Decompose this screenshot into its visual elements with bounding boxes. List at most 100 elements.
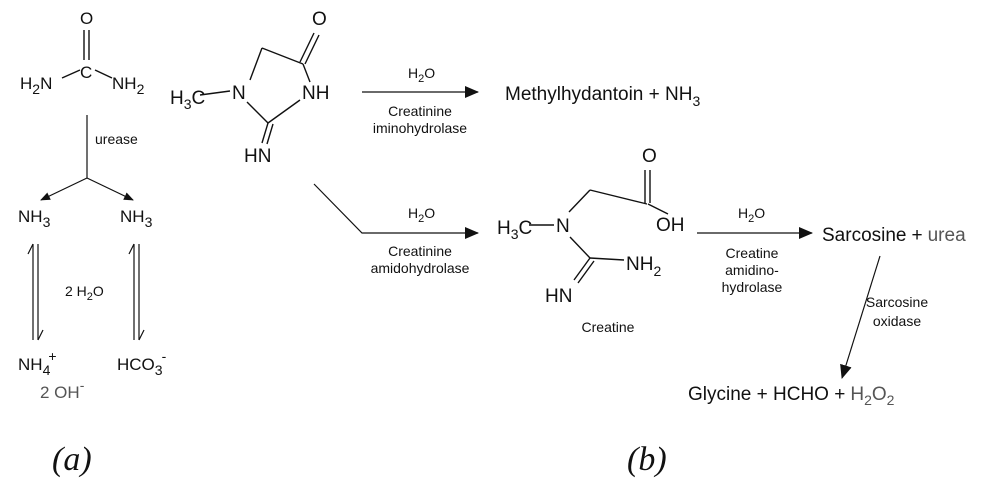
product4: Glycine + HCHO +H2O2	[688, 384, 895, 408]
creatinine-ring-n: N	[232, 83, 246, 104]
reaction2-reagent-o: O	[424, 205, 435, 221]
urea-bond-right	[94, 69, 113, 79]
urea-right-sub: 2	[137, 81, 145, 97]
creatinine-structure: O NH N HN H3C	[170, 9, 329, 167]
product4-h2o2-sub: 2	[864, 392, 872, 408]
urea-left-amine: H2N	[20, 74, 52, 97]
reaction1-reagent: H2O	[408, 65, 435, 85]
reaction2-arrow	[313, 183, 479, 239]
reaction4-enzyme-line1: Sarcosine	[866, 294, 928, 310]
reaction1-reagent-sub: 2	[418, 73, 424, 85]
creatine-methyl-h: H	[497, 218, 511, 239]
urease-arrow-right	[86, 177, 134, 201]
reaction3-enzyme-line3: hydrolase	[722, 279, 783, 295]
reaction1-enzyme-line2: iminohydrolase	[373, 120, 467, 136]
urea-left-n: N	[40, 74, 52, 93]
product4-text: Glycine + HCHO +	[688, 384, 845, 405]
urea-right-amine: NH2	[112, 74, 145, 97]
urea-right-nh: NH	[112, 74, 137, 93]
creatine-n: N	[556, 216, 570, 237]
creatine-nh2: NH2	[626, 254, 661, 279]
reaction2-enzyme-line1: Creatinine	[388, 243, 452, 259]
product1-sub: 3	[692, 93, 700, 109]
panel-a-label: (a)	[52, 441, 92, 478]
bicarbonate-base: HCO	[117, 355, 155, 374]
urea-left-sub: 2	[32, 81, 40, 97]
bicarbonate-sup: -	[162, 348, 167, 364]
product3: Sarcosine+urea	[822, 225, 966, 246]
urea-oxygen: O	[80, 9, 93, 28]
urea-left-h: H	[20, 74, 32, 93]
creatinine-nh: NH	[302, 83, 329, 104]
creatine-hydroxyl: OH	[656, 215, 685, 236]
nh3-left: NH3	[18, 207, 51, 230]
bicarbonate-ion: HCO3-	[117, 348, 167, 378]
reaction4-arrow	[840, 255, 881, 379]
hydroxide-base: 2 OH	[40, 383, 80, 402]
creatine-methyl-c: C	[519, 218, 533, 239]
creatine-structure: O OH N H3C NH2 HN Creatine	[497, 146, 685, 335]
creatinine-methyl-h: H	[170, 88, 184, 109]
reaction3-reagent: H2O	[738, 205, 765, 225]
nh3-left-sub: 3	[43, 214, 51, 230]
creatine-nh2-sub: 2	[653, 263, 661, 279]
ammonium-base: NH	[18, 355, 43, 374]
reaction2-reagent-h: H	[408, 205, 418, 221]
ammonium-sub: 4	[43, 362, 51, 378]
urease-label: urease	[95, 131, 138, 147]
reaction4-enzyme-line2: oxidase	[873, 313, 921, 329]
nh3-right-base: NH	[120, 207, 145, 226]
hydroxide-ion: 2 OH-	[40, 377, 85, 402]
creatinine-methyl-c: C	[192, 88, 206, 109]
hydroxide-sup: -	[80, 377, 85, 393]
reaction3-reagent-h: H	[738, 205, 748, 221]
creatine-methyl-sub: 3	[511, 226, 519, 242]
reaction1-reagent-o: O	[424, 65, 435, 81]
creatinine-methyl-sub: 3	[184, 96, 192, 112]
reaction3-enzyme-line1: Creatine	[726, 245, 779, 261]
panel-b-label: (b)	[627, 441, 667, 478]
reaction1-reagent-h: H	[408, 65, 418, 81]
reaction3-reagent-sub: 2	[748, 213, 754, 225]
product4-h2o2-o: O	[872, 384, 887, 405]
reaction2-reagent: H2O	[408, 205, 435, 225]
equilibrium-arrow-right	[128, 243, 145, 341]
product1: Methylhydantoin + NH3	[505, 84, 700, 109]
urea-carbon: C	[80, 63, 92, 82]
bicarbonate-sub: 3	[155, 362, 163, 378]
urea-bond-left	[61, 69, 81, 79]
panel-b: O NH N HN H3C H2O Creatinine iminohydrol…	[170, 9, 966, 478]
product3-plus: +	[912, 225, 923, 246]
creatine-hn: HN	[545, 286, 572, 307]
nh3-right: NH3	[120, 207, 153, 230]
ammonium-ion: NH4+	[18, 348, 57, 378]
product3-sarcosine: Sarcosine	[822, 225, 907, 246]
ammonium-sup: +	[48, 348, 56, 364]
urea-structure: O C H2N NH2	[20, 9, 145, 97]
panel-a: O C H2N NH2 urease NH3 NH3	[18, 9, 167, 478]
product4-h2o2-sub2: 2	[887, 392, 895, 408]
creatinine-carbonyl-oxygen: O	[312, 9, 327, 30]
product3-urea: urea	[928, 225, 966, 246]
creatine-methyl: H3C	[497, 218, 532, 242]
water-label: 2 H2O	[65, 283, 104, 303]
product1-text: Methylhydantoin + NH	[505, 84, 692, 105]
product4-h2o2-h: H	[850, 384, 864, 405]
water-post: O	[93, 283, 104, 299]
creatine-carbonyl-oxygen: O	[642, 146, 657, 167]
creatinine-methyl: H3C	[170, 88, 205, 112]
reaction1-enzyme-line1: Creatinine	[388, 103, 452, 119]
creatine-nh2-base: NH	[626, 254, 653, 275]
creatine-name: Creatine	[582, 319, 635, 335]
reaction3-enzyme-line2: amidino-	[725, 262, 779, 278]
reaction2-enzyme-line2: amidohydrolase	[371, 260, 470, 276]
water-pre: 2 H	[65, 283, 87, 299]
reaction2-reagent-sub: 2	[418, 213, 424, 225]
nh3-left-base: NH	[18, 207, 43, 226]
water-sub: 2	[87, 291, 93, 303]
creatinine-hn: HN	[244, 146, 271, 167]
nh3-right-sub: 3	[145, 214, 153, 230]
equilibrium-arrow-left	[27, 243, 44, 341]
urease-arrow-left	[40, 177, 88, 201]
